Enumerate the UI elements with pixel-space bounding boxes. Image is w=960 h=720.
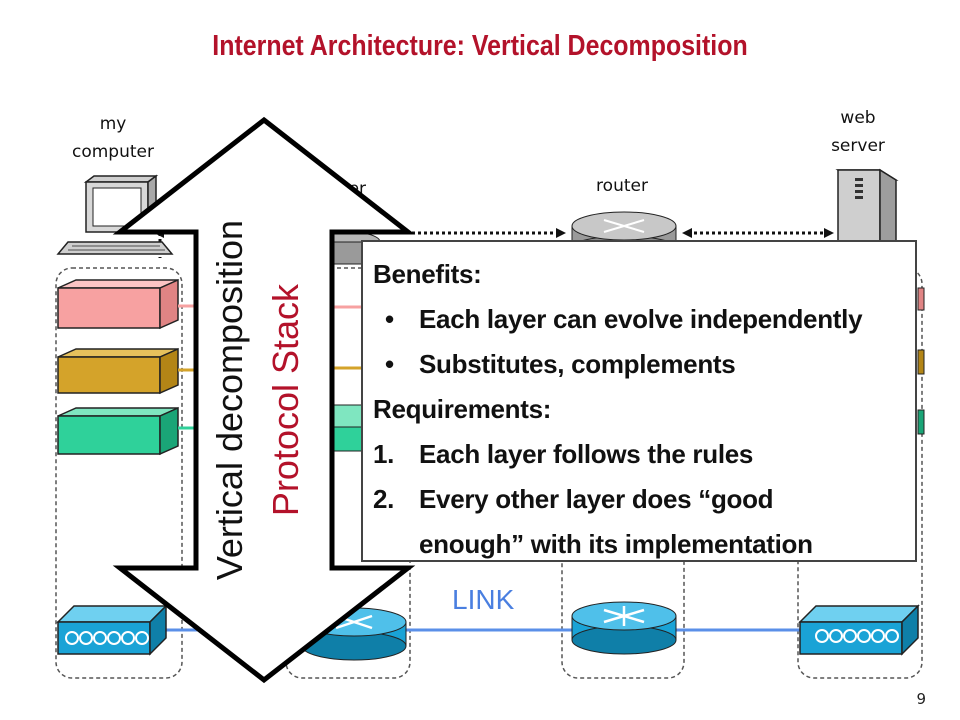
requirements-heading: Requirements:: [373, 394, 552, 424]
requirement-item: 1. Each layer follows the rules: [373, 439, 754, 469]
benefits-box: Benefits: • Each layer can evolve indepe…: [361, 240, 917, 562]
dotted-arrow-head-right: [556, 228, 566, 238]
router-icon-bottom-2: [571, 601, 677, 655]
router1-container: [285, 267, 411, 679]
switch-icon-left: [56, 604, 168, 656]
benefit-item: • Each layer can evolve independently: [373, 297, 915, 342]
benefits-heading: Benefits:: [373, 259, 482, 289]
my-computer-container: [55, 267, 183, 679]
web-server-label: web server: [831, 108, 885, 156]
link-label: LINK: [452, 584, 515, 615]
vertical-decomposition-arrow: [112, 116, 416, 684]
slide-title: Internet Architecture: Vertical Decompos…: [212, 30, 748, 62]
dotted-arrow-head-right-2: [824, 228, 834, 238]
layer-box-top-left: [57, 278, 179, 330]
computer-icon: [56, 174, 174, 255]
requirement-item: 2. Every other layer does “good: [373, 484, 774, 514]
bullet-icon: •: [385, 349, 394, 379]
arrow-label-vertical-decomposition: Vertical decomposition: [209, 219, 250, 581]
dotted-arrow-head-left-2: [682, 228, 692, 238]
web-server-icon: [835, 168, 899, 249]
requirement-item-continuation: enough” with its implementation: [419, 529, 813, 559]
my-computer-label: my computer: [72, 114, 154, 162]
layer-box-low-left: [57, 406, 179, 456]
router-label: router: [596, 176, 648, 196]
switch-icon-right: [798, 604, 920, 656]
benefit-item: • Substitutes, complements: [373, 342, 915, 387]
page-number: 9: [916, 690, 926, 708]
arrow-label-protocol-stack: Protocol Stack: [265, 283, 306, 517]
layer-box-mid-left: [57, 347, 179, 395]
bullet-icon: •: [385, 304, 394, 334]
